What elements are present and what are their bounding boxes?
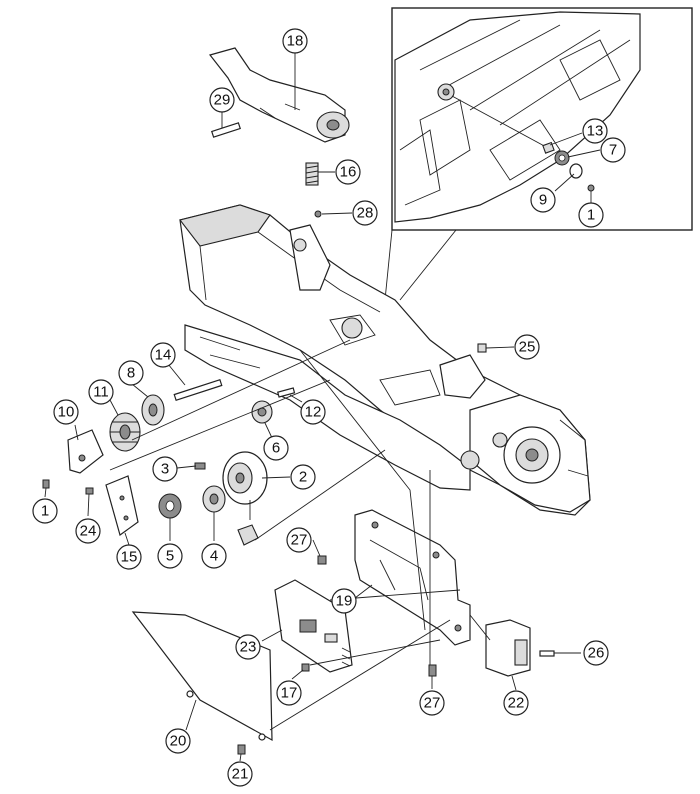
- svg-text:15: 15: [121, 549, 138, 566]
- callout-15: 15: [116, 544, 142, 570]
- feeder-main-frame: [179, 204, 591, 516]
- callout-1-inset: 1: [578, 202, 604, 228]
- cover-part-20: [131, 611, 273, 742]
- callout-18: 18: [282, 28, 308, 54]
- screw-part-25: [477, 343, 487, 353]
- svg-text:24: 24: [80, 523, 97, 540]
- svg-text:8: 8: [127, 365, 135, 382]
- screw-part-28: [314, 210, 322, 218]
- callout-26: 26: [583, 640, 609, 666]
- callout-27-upper: 27: [286, 527, 312, 553]
- screw-part-17: [301, 663, 310, 672]
- svg-text:1: 1: [41, 503, 49, 520]
- svg-text:29: 29: [214, 92, 231, 109]
- svg-text:25: 25: [519, 339, 536, 356]
- screw-part-24: [85, 487, 94, 495]
- svg-text:27: 27: [424, 695, 441, 712]
- callout-24: 24: [75, 518, 101, 544]
- callout-27-lower: 27: [419, 690, 445, 716]
- svg-text:20: 20: [170, 733, 187, 750]
- callout-8: 8: [118, 360, 144, 386]
- gear-part-4: [202, 485, 226, 513]
- svg-text:13: 13: [587, 123, 604, 140]
- callout-17: 17: [276, 680, 302, 706]
- svg-text:27: 27: [291, 532, 308, 549]
- svg-text:23: 23: [240, 639, 257, 656]
- screw-part-1-left: [42, 479, 50, 489]
- callout-6: 6: [263, 435, 289, 461]
- callout-7: 7: [600, 137, 626, 163]
- svg-text:16: 16: [340, 164, 357, 181]
- svg-text:2: 2: [299, 469, 307, 486]
- spring-part-16: [305, 162, 319, 186]
- screw-part-27-lower: [428, 664, 437, 677]
- svg-text:1: 1: [587, 207, 595, 224]
- svg-text:21: 21: [232, 766, 249, 783]
- callout-5: 5: [157, 543, 183, 569]
- callout-9: 9: [530, 187, 556, 213]
- gear-part-8: [141, 394, 165, 426]
- motor-part-2: [222, 451, 268, 546]
- screw-part-3: [194, 462, 206, 470]
- gear-part-11: [109, 412, 141, 452]
- callout-1-left: 1: [32, 498, 58, 524]
- callout-23: 23: [235, 634, 261, 660]
- svg-text:11: 11: [93, 384, 109, 401]
- svg-text:28: 28: [357, 205, 374, 222]
- inset-detail-view: [391, 7, 693, 231]
- gear-part-6: [251, 400, 273, 424]
- pin-part-29: [211, 122, 241, 138]
- gear-part-5: [158, 493, 182, 519]
- screw-part-27-upper: [317, 555, 327, 565]
- callout-25: 25: [514, 334, 540, 360]
- svg-text:3: 3: [161, 461, 169, 478]
- svg-text:19: 19: [336, 593, 353, 610]
- bracket-part-10: [67, 429, 104, 474]
- svg-text:12: 12: [305, 404, 322, 421]
- screw-1-inset-icon: [587, 184, 595, 192]
- svg-text:22: 22: [508, 695, 525, 712]
- connector-part-22: [485, 619, 531, 677]
- screw-part-12: [277, 387, 296, 398]
- callout-29: 29: [209, 87, 235, 113]
- svg-text:26: 26: [588, 645, 605, 662]
- svg-text:6: 6: [272, 440, 280, 457]
- svg-text:14: 14: [155, 347, 172, 364]
- svg-text:10: 10: [58, 404, 75, 421]
- svg-text:18: 18: [287, 33, 304, 50]
- callout-19: 19: [331, 588, 357, 614]
- screw-part-21: [237, 744, 246, 755]
- callout-10: 10: [53, 399, 79, 425]
- callout-2: 2: [290, 464, 316, 490]
- plate-part-15: [105, 475, 139, 536]
- svg-text:5: 5: [166, 548, 174, 565]
- bearing-13-icon: [542, 141, 555, 154]
- callout-13: 13: [582, 118, 608, 144]
- lever-part-18: [208, 47, 350, 143]
- leader-lines: [44, 52, 601, 762]
- callout-3: 3: [152, 456, 178, 482]
- callout-4: 4: [201, 543, 227, 569]
- svg-text:17: 17: [281, 685, 298, 702]
- svg-text:4: 4: [210, 548, 218, 565]
- callout-21: 21: [227, 761, 253, 787]
- callout-28: 28: [352, 200, 378, 226]
- callout-14: 14: [150, 342, 176, 368]
- callout-11: 11: [88, 379, 114, 405]
- shaft-part-14: [173, 378, 223, 402]
- svg-text:9: 9: [539, 192, 547, 209]
- callout-16: 16: [335, 159, 361, 185]
- callout-20: 20: [165, 728, 191, 754]
- callout-12: 12: [300, 399, 326, 425]
- panel-part-19: [354, 509, 471, 646]
- screw-part-26: [539, 650, 555, 657]
- callout-22: 22: [503, 690, 529, 716]
- svg-text:7: 7: [609, 142, 617, 159]
